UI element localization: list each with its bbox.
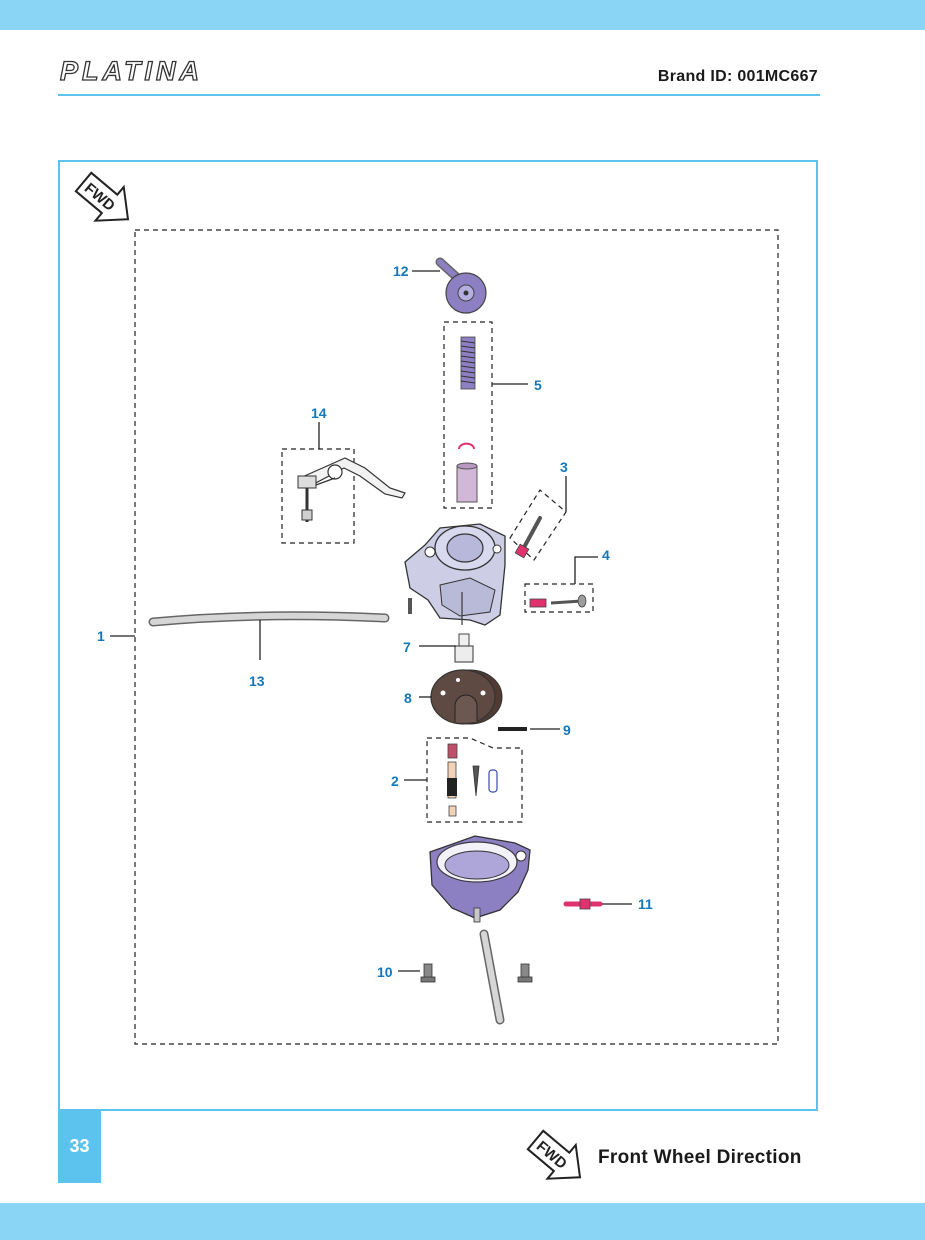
callout-2: 2: [391, 773, 399, 789]
part-14-group-box: [281, 448, 355, 544]
callout-9: 9: [563, 722, 571, 738]
part-4-group-box: [524, 583, 594, 613]
assembly-boundary: [134, 229, 779, 1045]
part-12-throttle-cap: [435, 257, 487, 314]
drain-tube: [479, 929, 505, 1025]
callout-12: 12: [393, 263, 409, 279]
part-10-screw: [420, 963, 436, 983]
callout-8: 8: [404, 690, 412, 706]
fwd-arrow-icon: FWD: [74, 171, 130, 222]
callout-13: 13: [249, 673, 265, 689]
callout-4: 4: [602, 547, 610, 563]
logo-wordmark: PLATINA: [60, 56, 203, 86]
brand-id: Brand ID: 001MC667: [657, 68, 818, 85]
part-2-jets: [447, 743, 498, 817]
callout-14: 14: [311, 405, 327, 421]
float-bowl: [429, 835, 531, 923]
platina-logo: PLATINA: [59, 56, 203, 86]
part-4-stop-screw: [529, 594, 587, 608]
part-7-float-valve: [454, 633, 474, 663]
callout-11: 11: [638, 896, 653, 912]
callout-7: 7: [403, 639, 411, 655]
callout-3: 3: [560, 459, 568, 475]
page-number: 33: [58, 1110, 101, 1183]
part-8-float: [430, 669, 503, 725]
part-5-needle-slide: [456, 462, 478, 503]
carburetor-body: [404, 523, 506, 626]
callout-10: 10: [377, 964, 393, 980]
callout-1: 1: [97, 628, 105, 644]
header-divider: [58, 94, 820, 96]
bottom-color-bar: [0, 1203, 925, 1240]
part-14-choke-lever: [297, 457, 406, 522]
part-13-tube: [148, 611, 390, 627]
part-5-clip: [458, 442, 475, 450]
footer-fwd-arrow-icon: FWD: [526, 1129, 582, 1180]
part-5-spring: [460, 336, 476, 390]
part-11-drain-screw: [563, 898, 603, 910]
callout-5: 5: [534, 377, 542, 393]
top-color-bar: [0, 0, 925, 30]
part-10-screw-second: [517, 963, 533, 983]
diagram-frame: [58, 160, 818, 1111]
part-3-pilot-screw: [514, 516, 542, 559]
fwd-legend-text: Front Wheel Direction: [598, 1147, 802, 1168]
